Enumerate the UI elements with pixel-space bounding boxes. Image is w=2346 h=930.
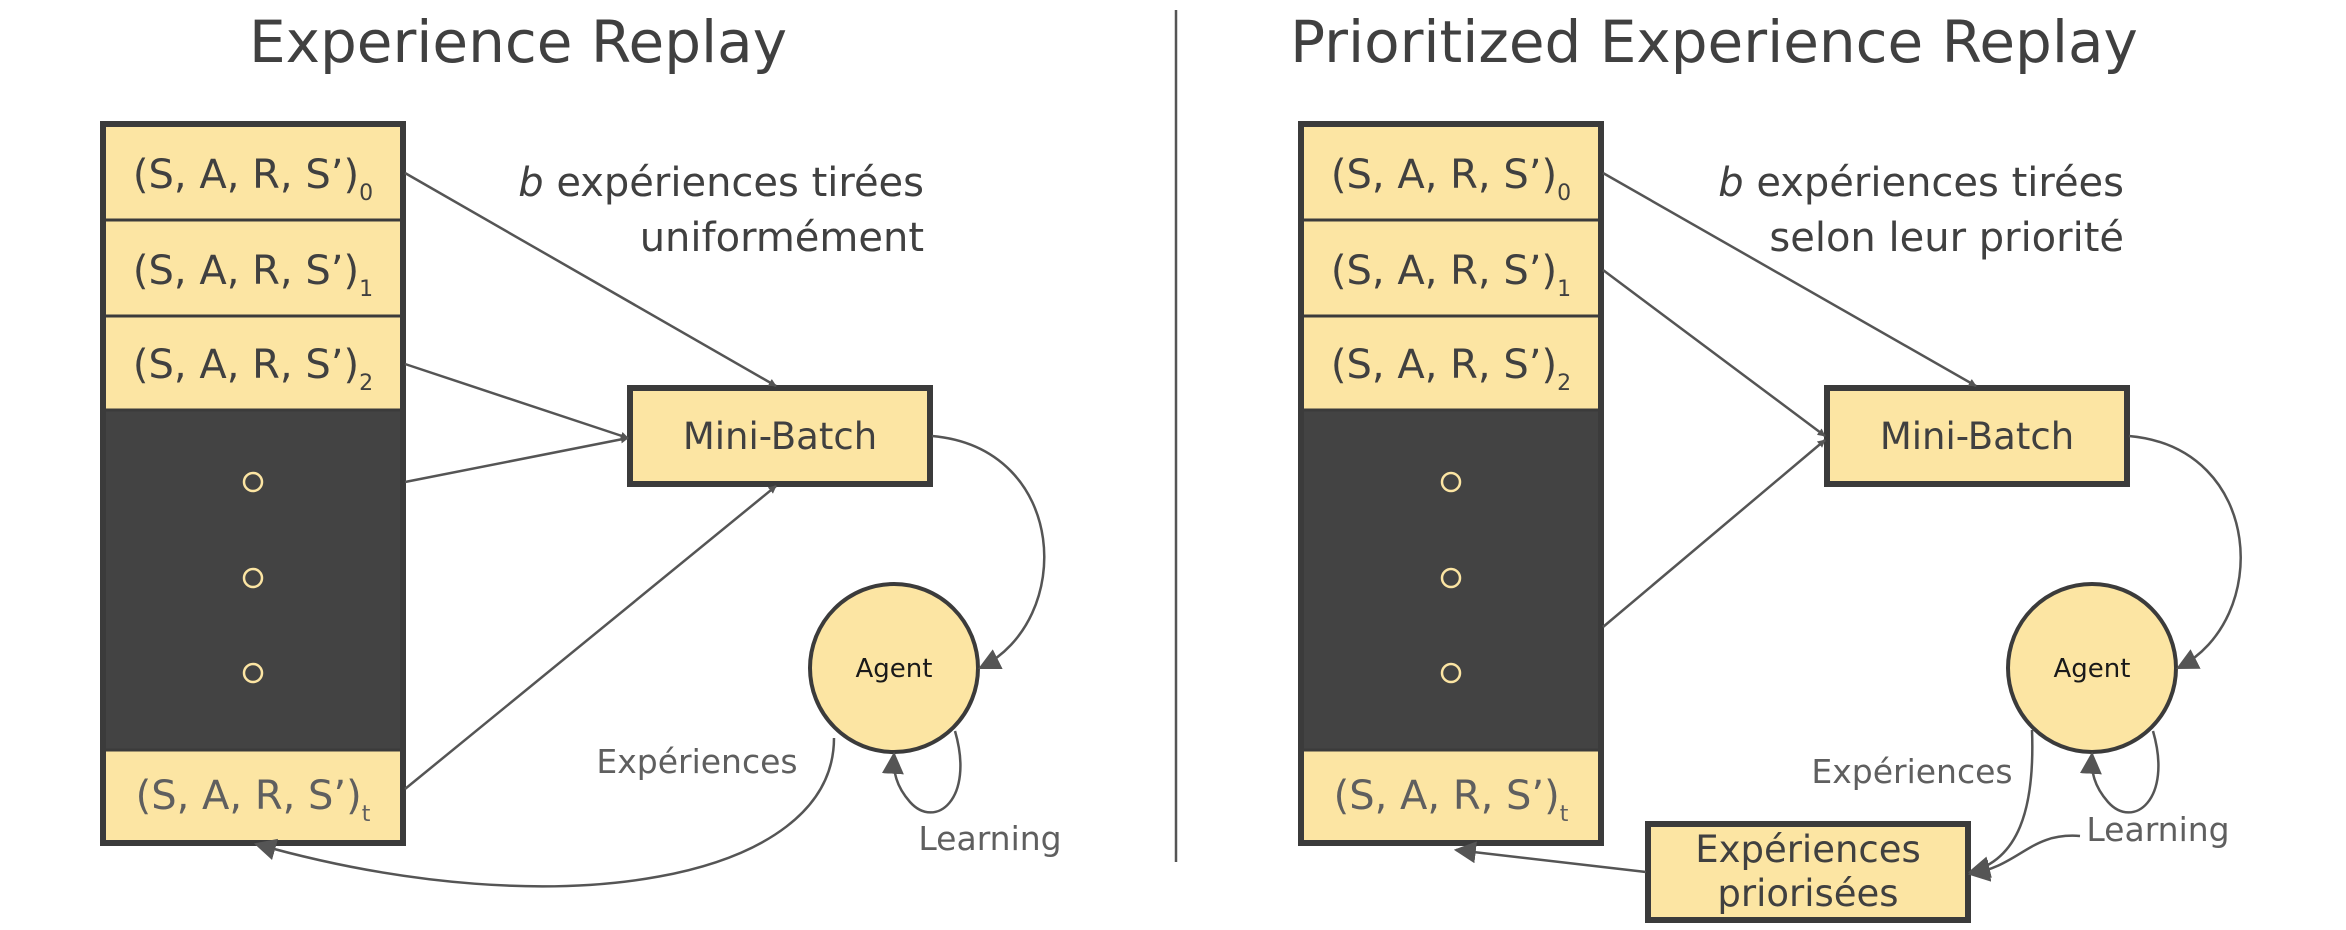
right-cell-0 xyxy=(1299,122,1603,222)
right-cell-t-text: (S, A, R, S’)t xyxy=(1334,773,1569,827)
left-caption-line2: uniformément xyxy=(640,215,924,261)
left-learning-label: Learning xyxy=(918,819,1061,858)
left-sample-arrow-2 xyxy=(404,362,629,440)
left-minibatch-to-agent-arrow xyxy=(931,434,1046,670)
right-buffer-dark-region xyxy=(1301,410,1601,750)
right-ellipsis-dot-2 xyxy=(1440,567,1462,589)
right-panel: Prioritized Experience Replay (S, A, R, … xyxy=(1290,8,2242,923)
right-title: Prioritized Experience Replay xyxy=(1290,8,2138,76)
left-sample-arrow-0 xyxy=(404,171,777,388)
left-cell-0-text: (S, A, R, S’)0 xyxy=(133,152,373,206)
left-caption-line1: b expériences tirées xyxy=(518,160,924,206)
prioritized-experiences-box xyxy=(1645,821,1971,923)
right-minibatch-box xyxy=(1824,385,2130,487)
right-sample-arrow-0 xyxy=(1602,171,1977,388)
right-minibatch-label: Mini-Batch xyxy=(1880,415,2074,458)
left-panel: Experience Replay (S, A, R, S’)0 (S, A, … xyxy=(100,8,1062,888)
right-sample-arrow-mid xyxy=(1602,439,1826,628)
right-cell-2 xyxy=(1299,314,1603,412)
left-cell-2-text: (S, A, R, S’)2 xyxy=(133,342,373,396)
left-buffer-dark-region xyxy=(103,410,403,750)
right-learning-arrow xyxy=(1967,834,2081,882)
left-experiences-label: Expériences xyxy=(596,742,797,781)
left-learning-loop xyxy=(881,730,962,814)
left-buffer-outline xyxy=(100,121,406,846)
left-agent-label: Agent xyxy=(856,654,933,684)
left-sample-arrow-mid xyxy=(404,435,629,484)
right-sample-arrow-1 xyxy=(1602,268,1826,438)
right-cell-2-text: (S, A, R, S’)2 xyxy=(1331,342,1571,396)
prioritized-box-line2: priorisées xyxy=(1717,872,1898,915)
left-cell-2 xyxy=(101,314,405,412)
left-minibatch-box xyxy=(627,385,933,487)
left-minibatch-label: Mini-Batch xyxy=(683,415,877,458)
left-ellipsis-dot-2 xyxy=(242,567,264,589)
right-ellipsis-dot-1 xyxy=(1440,471,1462,493)
right-caption-line2: selon leur priorité xyxy=(1769,215,2124,261)
left-ellipsis-dot-3 xyxy=(242,662,264,684)
left-title: Experience Replay xyxy=(249,8,787,76)
left-replay-buffer: (S, A, R, S’)0 (S, A, R, S’)1 (S, A, R, … xyxy=(100,121,406,846)
prioritized-box-line1: Expériences xyxy=(1695,828,1921,871)
right-learning-label: Learning xyxy=(2086,810,2229,849)
left-ellipsis-dot-1 xyxy=(242,471,264,493)
left-experiences-arrow xyxy=(253,737,836,888)
right-experiences-label: Expériences xyxy=(1811,752,2012,791)
right-ellipsis-dot-3 xyxy=(1440,662,1462,684)
right-cell-1-text: (S, A, R, S’)1 xyxy=(1331,248,1571,302)
right-agent-label: Agent xyxy=(2054,654,2131,684)
right-learning-loop xyxy=(2079,730,2160,814)
right-minibatch-to-agent-arrow xyxy=(2128,434,2242,670)
left-cell-1-text: (S, A, R, S’)1 xyxy=(133,248,373,302)
right-caption-line1: b expériences tirées xyxy=(1718,160,2124,206)
prioritized-to-buffer-arrow xyxy=(1453,841,1647,874)
left-sample-arrow-t xyxy=(404,485,777,790)
right-cell-0-text: (S, A, R, S’)0 xyxy=(1331,152,1571,206)
left-cell-t-text: (S, A, R, S’)t xyxy=(136,773,371,827)
right-replay-buffer: (S, A, R, S’)0 (S, A, R, S’)1 (S, A, R, … xyxy=(1298,121,1604,846)
right-buffer-outline xyxy=(1298,121,1604,846)
left-cell-1 xyxy=(101,218,405,318)
